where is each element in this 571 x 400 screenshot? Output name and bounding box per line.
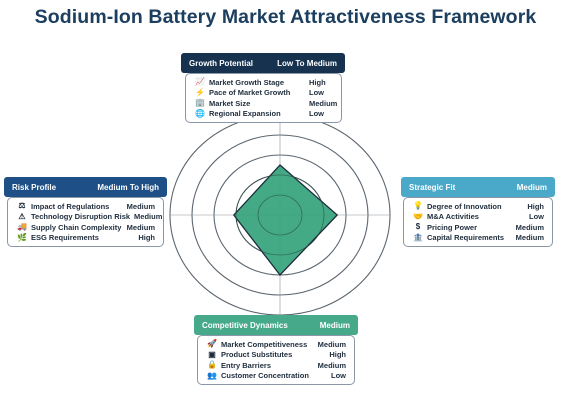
radar-ring-inner bbox=[235, 174, 325, 256]
item-label: Market Competitiveness bbox=[221, 339, 308, 349]
item-value: Medium bbox=[317, 339, 346, 349]
gavel-icon: ⚖ bbox=[18, 201, 26, 211]
strategic-fit-rating: Medium bbox=[516, 182, 547, 192]
list-item: $ Pricing Power Medium bbox=[412, 222, 544, 233]
item-label: Technology Disruption Risk bbox=[31, 212, 131, 222]
list-item: ⚡ Pace of Market Growth Low bbox=[194, 88, 333, 99]
item-value: High bbox=[309, 77, 326, 87]
lightning-icon: ⚡ bbox=[195, 87, 205, 97]
item-label: Regional Expansion bbox=[209, 109, 281, 119]
item-value: High bbox=[527, 201, 544, 211]
customers-icon: 👥 bbox=[207, 370, 217, 380]
item-label: Market Size bbox=[209, 98, 251, 108]
growth-potential-title: Growth Potential bbox=[189, 58, 253, 68]
competitive-dynamics-header: Competitive Dynamics Medium bbox=[194, 315, 358, 335]
item-value: Medium bbox=[317, 360, 346, 370]
risk-profile-panel: Risk Profile Medium To High ⚖ Impact of R… bbox=[4, 177, 167, 247]
list-item: ⚖ Impact of Regulations Medium bbox=[16, 201, 155, 212]
building-icon: 🏢 bbox=[195, 98, 205, 108]
item-value: Medium bbox=[515, 222, 544, 232]
item-label: Entry Barriers bbox=[221, 360, 272, 370]
item-label: Pace of Market Growth bbox=[209, 88, 291, 98]
list-item: 🌐 Regional Expansion Low bbox=[194, 109, 333, 120]
product-icon: ▣ bbox=[208, 349, 216, 359]
leaf-icon: 🌿 bbox=[17, 232, 27, 242]
rocket-icon: 🚀 bbox=[207, 339, 217, 349]
list-item: 📈 Market Growth Stage High bbox=[194, 77, 333, 88]
radar-ring-inner bbox=[257, 194, 303, 236]
growth-potential-list: 📈 Market Growth Stage High ⚡ Pace of Market … bbox=[185, 73, 342, 123]
growth-potential-rating: Low To Medium bbox=[277, 58, 337, 68]
risk-profile-title: Risk Profile bbox=[12, 182, 57, 192]
page-title: Sodium-Ion Battery Market Attractiveness… bbox=[34, 6, 537, 28]
item-value: Medium bbox=[134, 212, 163, 222]
list-item: 🏦 Capital Requirements Medium bbox=[412, 233, 544, 244]
item-value: Low bbox=[331, 371, 346, 381]
item-label: Pricing Power bbox=[427, 222, 478, 232]
dollar-icon: $ bbox=[415, 222, 421, 232]
competitive-dynamics-panel: Competitive Dynamics Medium 🚀 Market Comp… bbox=[194, 315, 358, 385]
warning-icon: ⚠ bbox=[18, 211, 26, 221]
strategic-fit-panel: Strategic Fit Medium 💡 Degree of Innovati… bbox=[401, 177, 555, 247]
item-value: Medium bbox=[126, 201, 155, 211]
list-item: 👥 Customer Concentration Low bbox=[206, 371, 346, 382]
item-value: Low bbox=[309, 109, 324, 119]
lightbulb-icon: 💡 bbox=[413, 201, 423, 211]
list-item: ▣ Product Substitutes High bbox=[206, 350, 346, 361]
growth-potential-panel: Growth Potential Low To Medium 📈 Market G… bbox=[181, 53, 345, 123]
item-value: High bbox=[138, 233, 155, 243]
competitive-dynamics-title: Competitive Dynamics bbox=[202, 320, 288, 330]
list-item: 🚀 Market Competitiveness Medium bbox=[206, 339, 346, 350]
item-value: Medium bbox=[126, 222, 155, 232]
item-value: Low bbox=[529, 212, 544, 222]
item-label: Impact of Regulations bbox=[31, 201, 110, 211]
item-label: Degree of Innovation bbox=[427, 201, 502, 211]
list-item: 🚚 Supply Chain Complexity Medium bbox=[16, 222, 155, 233]
strategic-fit-header: Strategic Fit Medium bbox=[401, 177, 555, 197]
lock-icon: 🔒 bbox=[207, 360, 217, 370]
growth-potential-header: Growth Potential Low To Medium bbox=[181, 53, 345, 73]
competitive-dynamics-rating: Medium bbox=[319, 320, 350, 330]
item-label: Supply Chain Complexity bbox=[31, 222, 122, 232]
list-item: 🔒 Entry Barriers Medium bbox=[206, 360, 346, 371]
globe-icon: 🌐 bbox=[195, 108, 205, 118]
list-item: 🏢 Market Size Medium bbox=[194, 98, 337, 109]
item-label: M&A Activities bbox=[427, 212, 479, 222]
radar-score-area bbox=[232, 164, 339, 276]
risk-profile-header: Risk Profile Medium To High bbox=[4, 177, 167, 197]
capital-icon: 🏦 bbox=[413, 232, 423, 242]
handshake-icon: 🤝 bbox=[413, 211, 423, 221]
list-item: 💡 Degree of Innovation High bbox=[412, 201, 544, 212]
item-label: Product Substitutes bbox=[221, 350, 293, 360]
item-label: ESG Requirements bbox=[31, 233, 99, 243]
item-label: Market Growth Stage bbox=[209, 77, 285, 87]
trend-chart-icon: 📈 bbox=[195, 77, 205, 87]
list-item: 🤝 M&A Activities Low bbox=[412, 212, 544, 223]
strategic-fit-list: 💡 Degree of Innovation High 🤝 M&A Activities… bbox=[403, 197, 553, 247]
list-item: 🌿 ESG Requirements High bbox=[16, 233, 155, 244]
item-value: Medium bbox=[515, 233, 544, 243]
item-value: High bbox=[329, 350, 346, 360]
risk-profile-rating: Medium To High bbox=[97, 182, 159, 192]
item-value: Medium bbox=[309, 98, 338, 108]
item-label: Customer Concentration bbox=[221, 371, 309, 381]
strategic-fit-title: Strategic Fit bbox=[409, 182, 456, 192]
truck-icon: 🚚 bbox=[17, 222, 27, 232]
item-label: Capital Requirements bbox=[427, 233, 505, 243]
item-value: Low bbox=[309, 88, 324, 98]
